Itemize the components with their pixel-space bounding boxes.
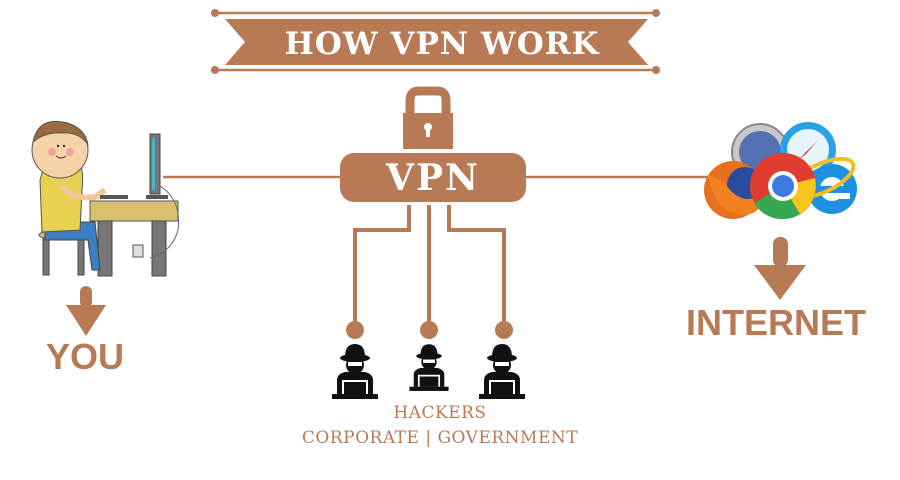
arrow-down-icon [754,237,806,300]
hacker-node-2 [420,321,438,339]
hacker-icon [409,344,449,391]
padlock-icon [403,86,453,149]
hacker-node-3 [495,321,513,339]
hacker-icon [479,344,525,399]
banner-ribbon [225,19,648,65]
arrow-down-icon [66,286,106,336]
browsers-icon [704,122,857,220]
hacker-node-1 [346,321,364,339]
vpn-node: VPN [340,153,526,202]
you-label: YOU [46,336,125,377]
internet-label: INTERNET [686,302,866,343]
threats-caption: CORPORATE | GOVERNMENT [301,428,579,448]
hacker-icon [332,344,378,399]
banner-decoration [211,9,660,74]
hackers-caption: HACKERS [393,403,487,423]
hacker-branches [353,205,506,325]
person-at-computer-icon [31,120,180,277]
page-title: HOW VPN WORK [284,26,600,62]
